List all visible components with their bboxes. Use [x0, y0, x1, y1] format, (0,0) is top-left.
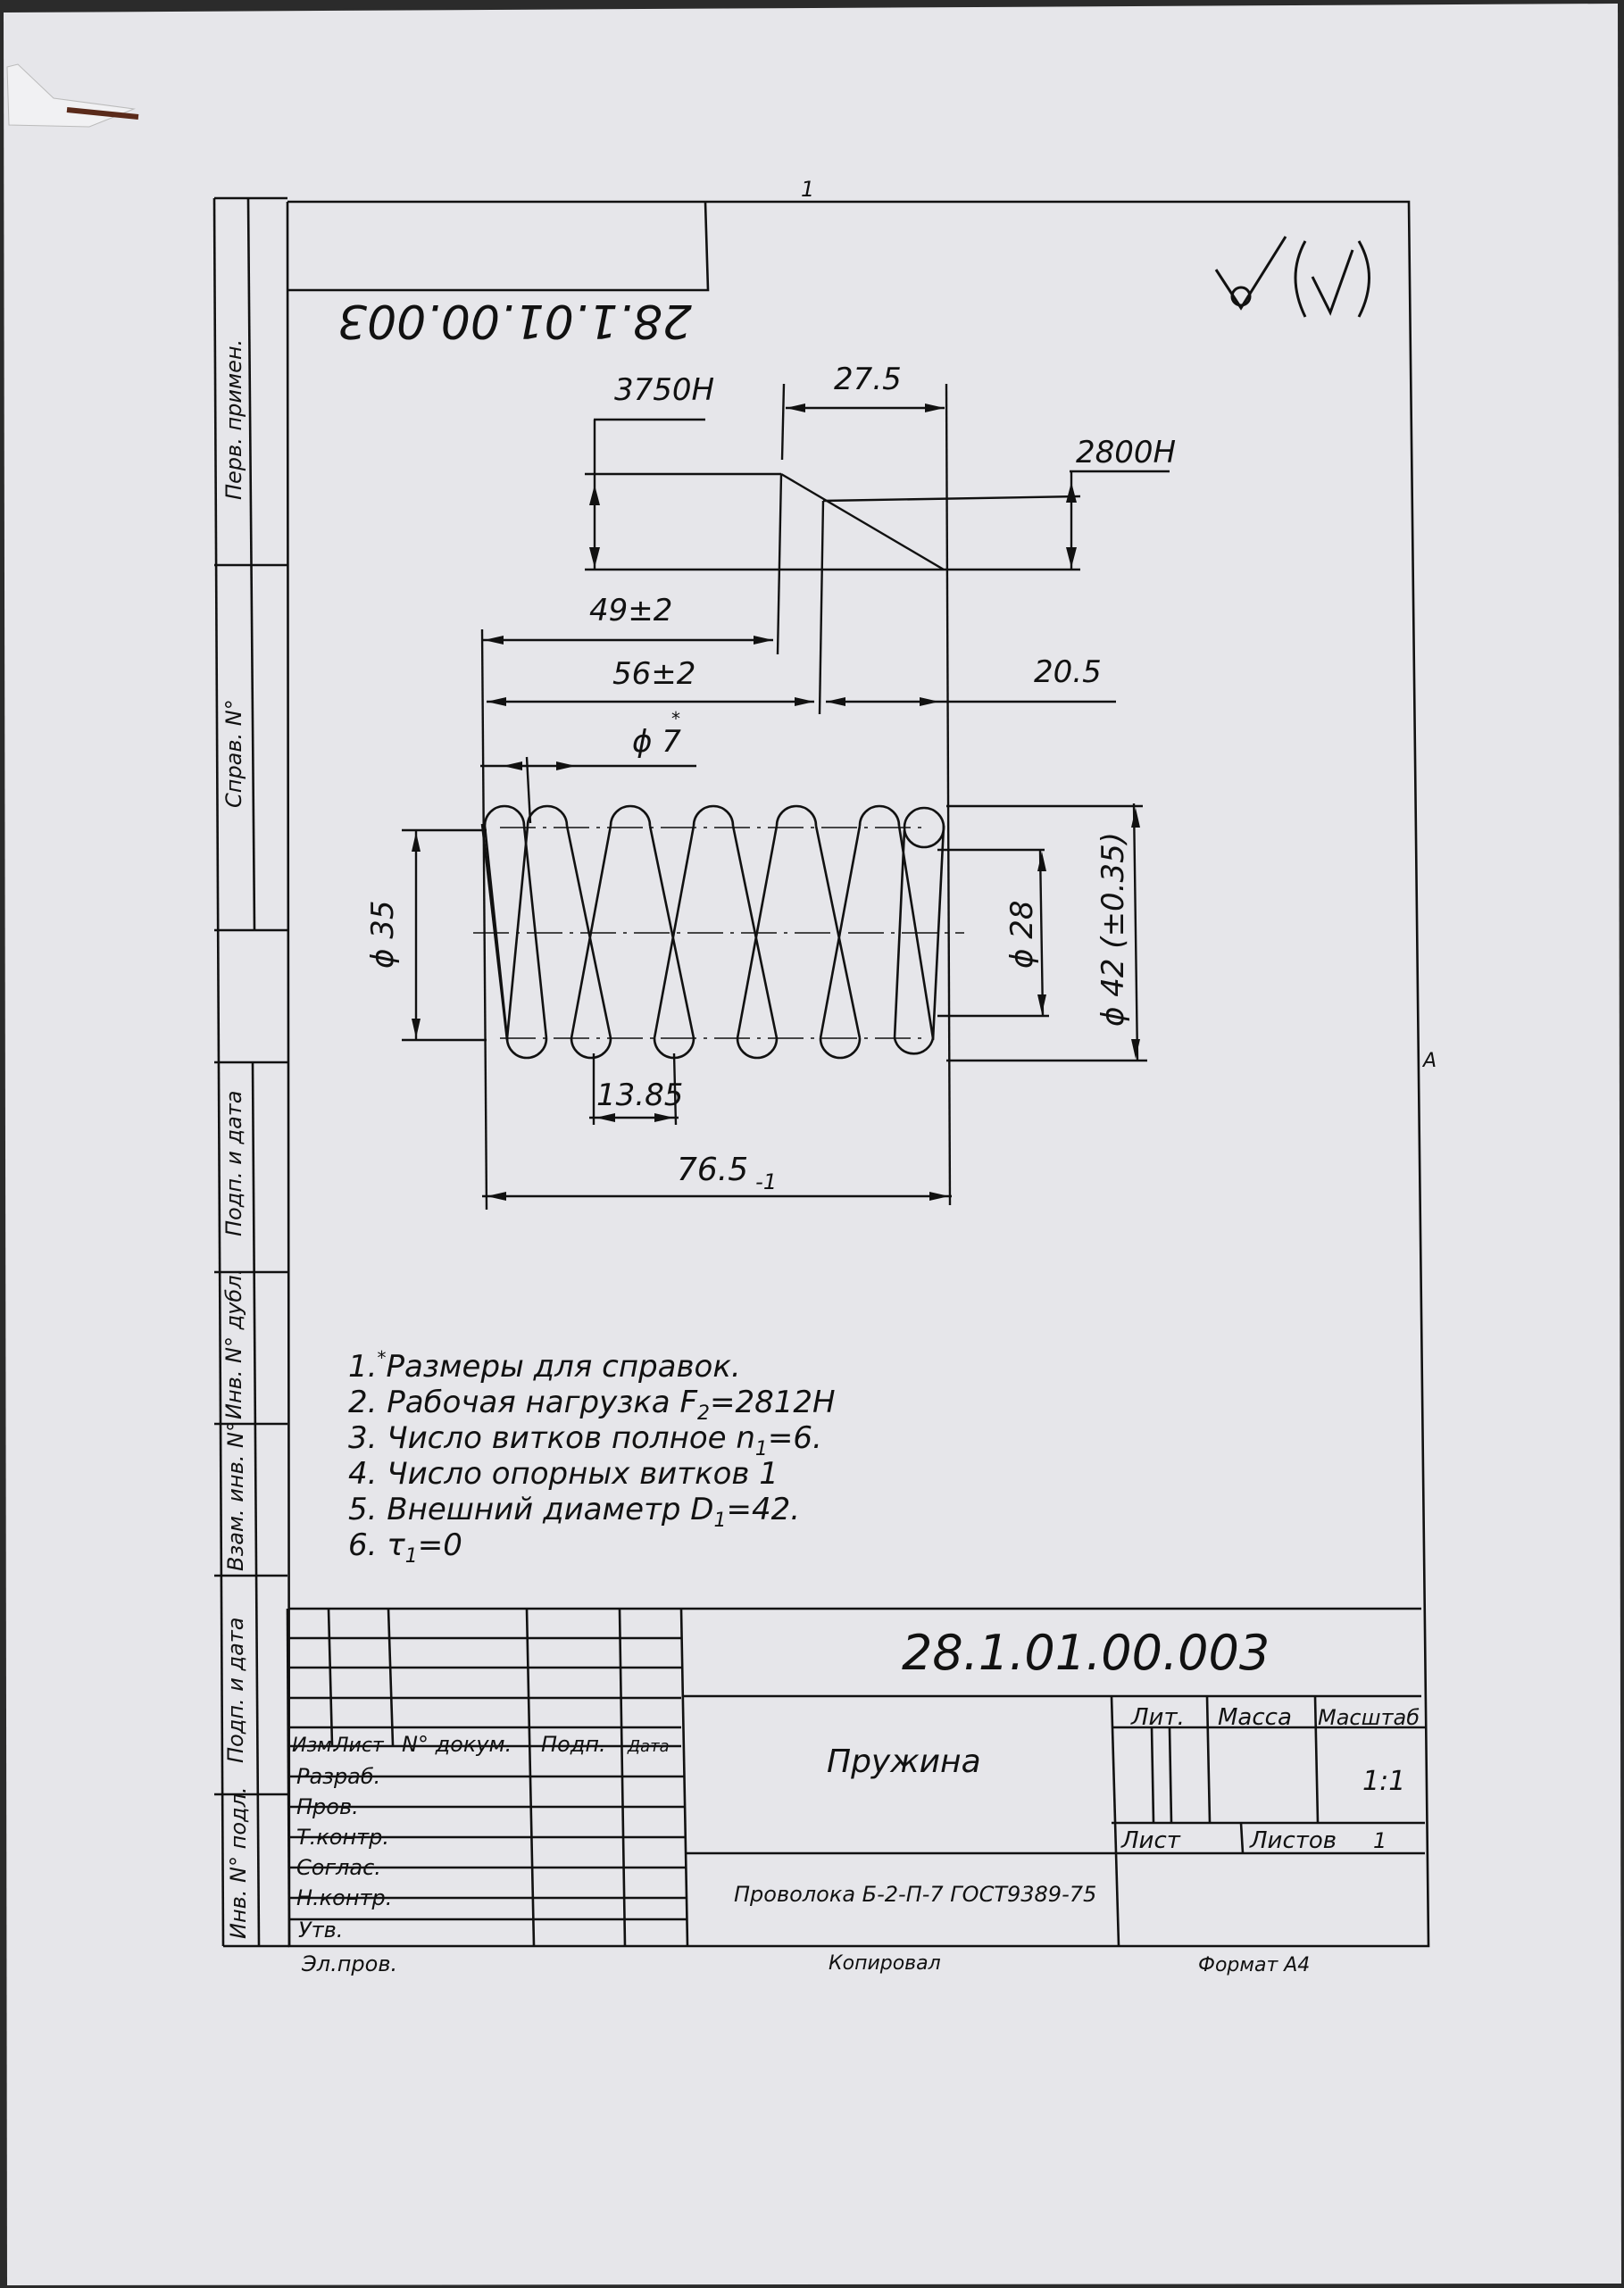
footer-kopiroval: Копировал [829, 1952, 941, 1975]
note-4: 4. Число опорных витков 1 [348, 1456, 779, 1492]
sheets-count: 1 [1373, 1828, 1387, 1853]
masshtab-label: Масштаб [1318, 1705, 1420, 1730]
row-razrab: Разраб. [296, 1764, 380, 1789]
side-sprav-no: Справ. N° [221, 699, 246, 808]
side-perv-primen: Перв. примен. [221, 339, 246, 500]
sheets-label: Листов [1249, 1827, 1337, 1854]
dim-pitch: 13.85 [596, 1077, 683, 1113]
side-podp-data-1: Подп. и дата [221, 1091, 246, 1237]
row-soglas: Соглас. [296, 1855, 381, 1880]
col-list: Лист [333, 1735, 385, 1757]
dim-d28: ϕ 28 [1004, 901, 1040, 969]
part-name: Пружина [827, 1743, 981, 1780]
notes: 1.*Размеры для справок. 2. Рабочая нагру… [348, 1347, 836, 1568]
row-utv: Утв. [298, 1918, 343, 1943]
dim-force1: 3750Н [614, 372, 714, 408]
dim-outer-d: ϕ 42 (±0.35) [1095, 832, 1131, 1027]
dim-free-part: 20.5 [1034, 654, 1102, 690]
side-podp-data-2: Подп. и дата [223, 1618, 248, 1764]
dim-len-f1: 49±2 [589, 593, 672, 628]
footer-el-prov: Эл.пров. [301, 1951, 397, 1976]
row-prov: Пров. [296, 1794, 359, 1819]
roughness-mark [1214, 236, 1370, 318]
row-tkontr: Т.контр. [296, 1825, 389, 1850]
side-inv-dubl: Инв. N° дубл. [221, 1269, 246, 1419]
sheet-label: Лист [1120, 1827, 1181, 1854]
note-1: 1.*Размеры для справок. [348, 1347, 741, 1385]
scale-value: 1:1 [1362, 1766, 1405, 1797]
dim-inner-d: ϕ 35 [365, 901, 401, 969]
row-nkontr: Н.контр. [296, 1885, 392, 1910]
footer-format: Формат А4 [1198, 1954, 1310, 1976]
col-izm: Изм. [292, 1735, 338, 1757]
note-6: 6. τ1=0 [348, 1527, 462, 1568]
dim-force2: 2800Н [1076, 435, 1176, 470]
col-podp: Подп. [541, 1732, 606, 1757]
massa-label: Масса [1218, 1704, 1292, 1731]
lit-label: Лит. [1130, 1704, 1185, 1731]
dim-free-length: 76.5-1 [677, 1152, 777, 1194]
col-data: Дата [627, 1737, 670, 1756]
dim-stroke: 27.5 [834, 362, 902, 397]
note-2: 2. Рабочая нагрузка F2=2812Н [348, 1385, 836, 1425]
material: Проволока Б-2-П-7 ГОСТ9389-75 [734, 1882, 1096, 1907]
dim-len-f2: 56±2 [612, 656, 695, 692]
dim-wire-d: ϕ 7 [632, 724, 681, 760]
side-vzam-inv: Взам. инв. N° [223, 1421, 248, 1571]
page-number: 1 [801, 177, 814, 202]
note-5: 5. Внешний диаметр D1=42. [348, 1492, 800, 1532]
paper [4, 4, 1621, 2285]
side-inv-podl: Инв. N° подл. [226, 1786, 251, 1939]
side-mark: A [1421, 1050, 1437, 1072]
designation: 28.1.01.00.003 [902, 1625, 1270, 1681]
note-3: 3. Число витков полное n1=6. [348, 1420, 822, 1460]
mirrored-code: 28.1.01.00.003 [337, 294, 692, 347]
col-dokum: N° докум. [402, 1732, 512, 1757]
spring-drawing [473, 804, 964, 1060]
dim-wire-d-star: * [671, 708, 680, 729]
